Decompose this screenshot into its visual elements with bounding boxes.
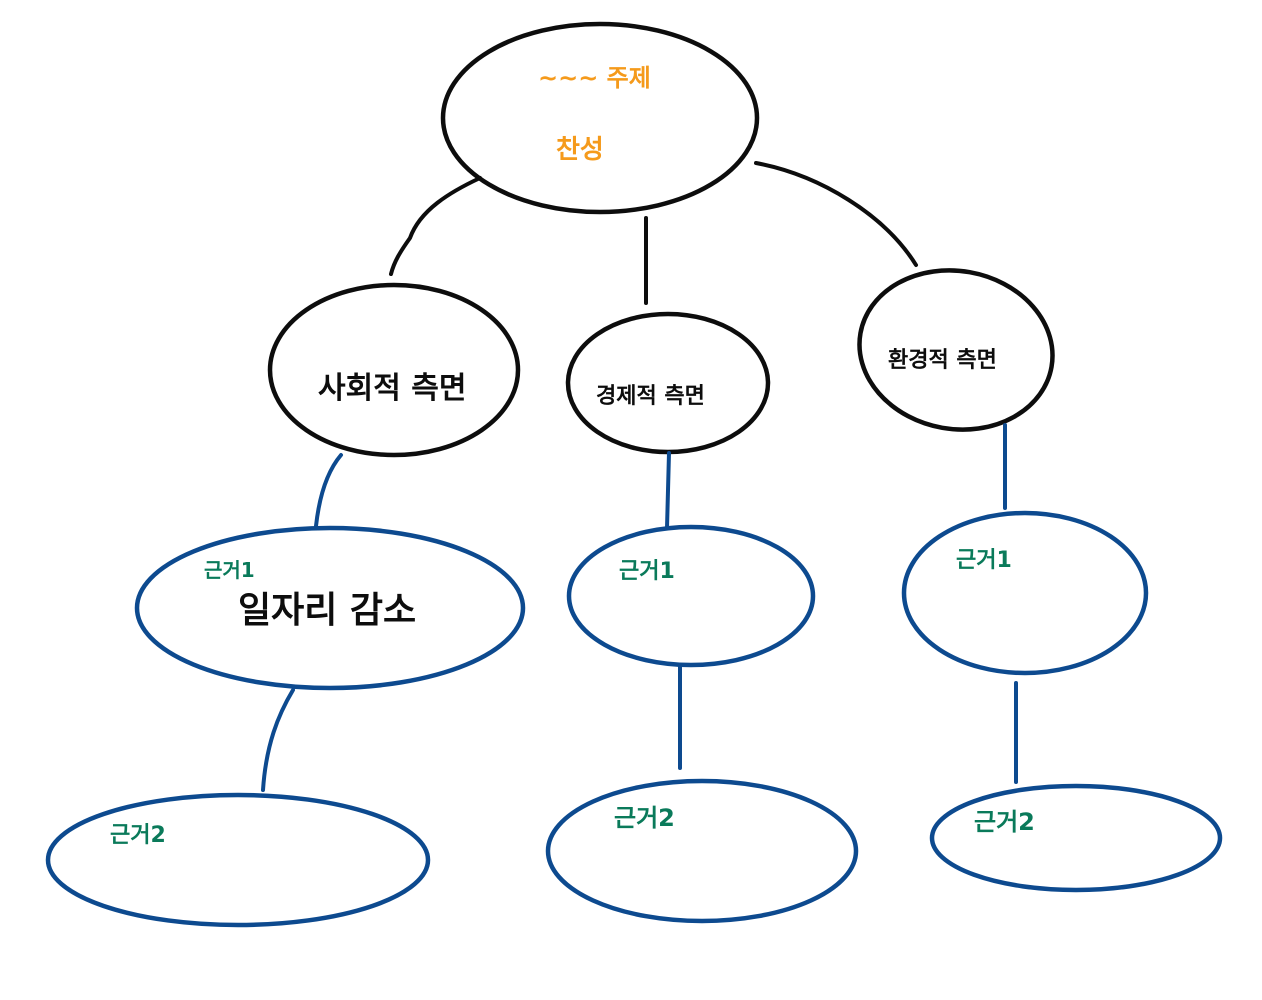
social-reason2-node [45, 792, 431, 928]
environmental-reason1-node [901, 510, 1149, 676]
environmental-reason2-node [929, 783, 1223, 893]
economic-reason2-node [545, 778, 859, 924]
connector-root-environmental [754, 161, 918, 267]
economic-reason1-node [566, 524, 816, 668]
economic-reason1-label: 근거1 [619, 559, 675, 584]
aspect-social-node [267, 282, 521, 458]
connector-social-reason2 [261, 688, 295, 792]
aspect-economic-node [565, 311, 771, 455]
economic-reason2-label: 근거2 [614, 804, 675, 832]
root-node [440, 21, 760, 215]
social-reason1-node [134, 525, 526, 691]
aspect-environmental-node [857, 268, 1055, 432]
aspect-economic-label: 경제적 측면 [596, 384, 705, 409]
environmental-reason2-label: 근거2 [974, 808, 1035, 836]
aspect-social-label: 사회적 측면 [318, 371, 466, 406]
root-stance-text: 찬성 [556, 135, 604, 165]
connector-social-reason1 [314, 453, 343, 528]
aspect-environmental-label: 환경적 측면 [888, 348, 997, 373]
social-reason1-label: 근거1 [204, 558, 255, 582]
root-topic-text: ~~~ 주제 [538, 64, 651, 92]
social-reason1-text: 일자리 감소 [238, 590, 416, 631]
connector-root-social [389, 176, 482, 276]
connector-economic-reason1 [665, 451, 671, 530]
social-reason2-label: 근거2 [110, 823, 166, 848]
environmental-reason1-label: 근거1 [956, 548, 1012, 573]
